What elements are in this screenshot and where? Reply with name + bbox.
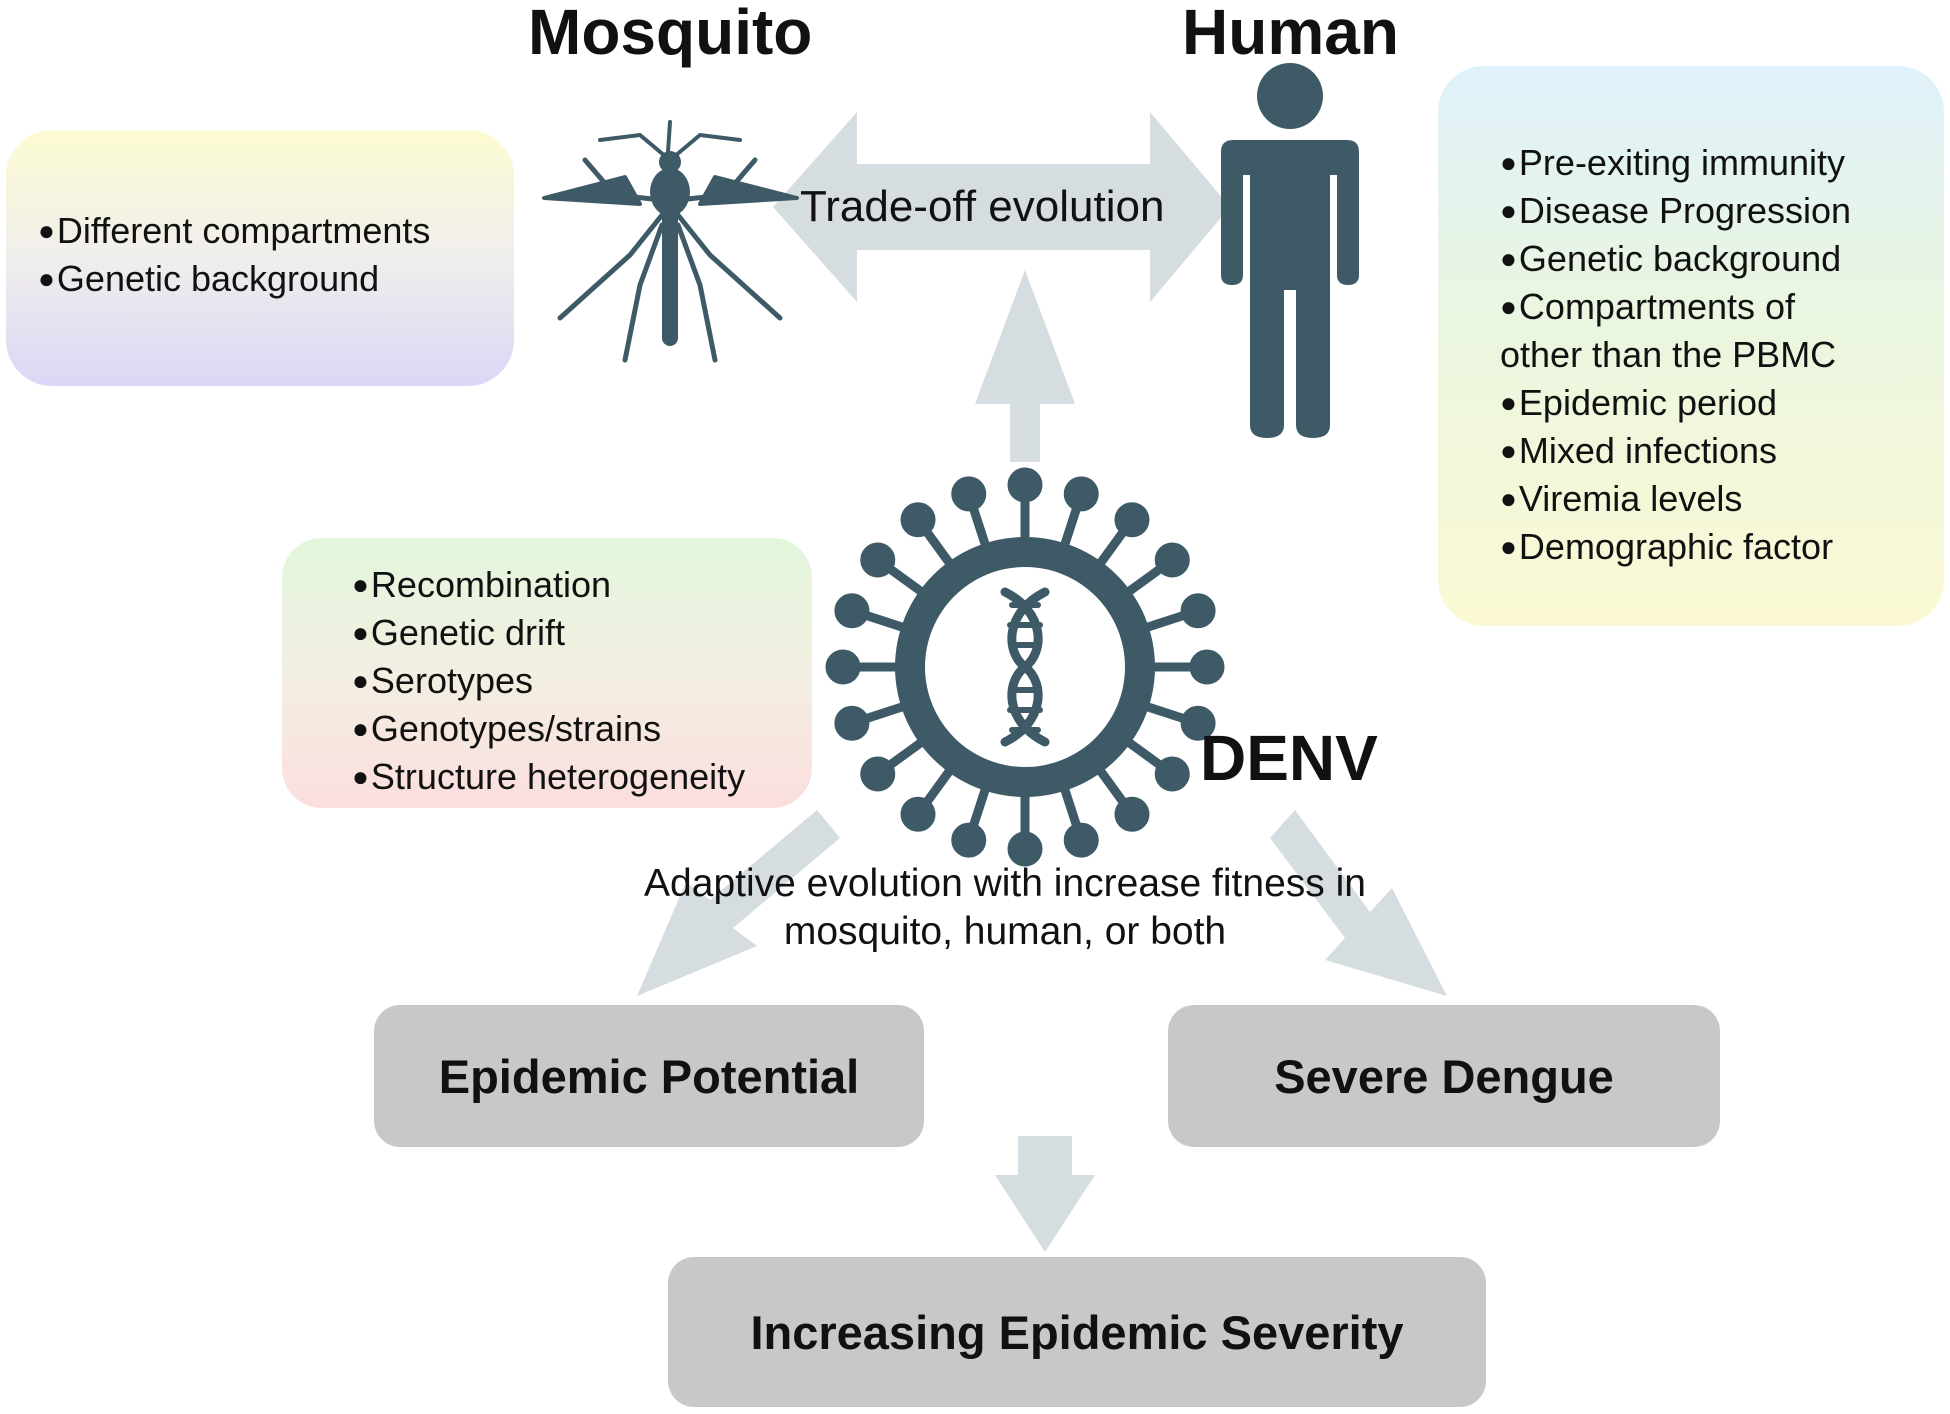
list-item: Pre-exiting immunity [1500, 140, 1851, 188]
arrow-to-increasing-severity [995, 1136, 1095, 1252]
virus-spike-knob [1154, 756, 1190, 792]
human-title: Human [1182, 0, 1399, 68]
epidemic-potential-box: Epidemic Potential [374, 1005, 924, 1147]
list-item: Genetic background [1500, 236, 1851, 284]
list-item: Serotypes [352, 658, 745, 706]
virus-spike-knob [1063, 822, 1099, 858]
virus-spike-knob [1063, 476, 1099, 512]
list-item: Structure heterogeneity [352, 754, 745, 802]
mosquito-factors-list: Different compartments Genetic backgroun… [38, 208, 430, 304]
virus-spike-knob [1114, 796, 1150, 832]
list-item: Different compartments [38, 208, 430, 256]
severe-dengue-box: Severe Dengue [1168, 1005, 1720, 1147]
list-item: Genetic background [38, 256, 430, 304]
virus-spike-knob [860, 542, 896, 578]
adaptive-evolution-line-2: mosquito, human, or both [783, 910, 1227, 953]
virus-spike-knob [1007, 831, 1043, 867]
mosquito-title: Mosquito [528, 0, 813, 68]
virus-factors-list: Recombination Genetic drift Serotypes Ge… [352, 562, 745, 802]
mosquito-icon [542, 120, 799, 363]
dna-icon [1000, 587, 1050, 747]
arrow-to-severe-dengue [1270, 810, 1447, 996]
list-item: Epidemic period [1500, 380, 1851, 428]
virus-spike-knob [1189, 649, 1225, 685]
virus-spike-knob [951, 476, 987, 512]
list-item: Genetic drift [352, 610, 745, 658]
list-item: Demographic factor [1500, 524, 1851, 572]
virus-spike-knob [1180, 593, 1216, 629]
adaptive-evolution-label: Adaptive evolution with increase fitness… [560, 860, 1450, 956]
trade-off-double-arrow [773, 112, 1230, 302]
virus-icon [825, 467, 1225, 867]
virus-spike-knob [1154, 542, 1190, 578]
list-item: Disease Progression [1500, 188, 1851, 236]
list-item: other than the PBMC [1500, 334, 1837, 375]
list-item: Compartments of [1500, 284, 1851, 332]
arrow-up-to-trade-off [975, 270, 1075, 462]
virus-spike-knob [1007, 467, 1043, 503]
list-item: Viremia levels [1500, 476, 1851, 524]
virus-spike-knob [900, 502, 936, 538]
list-item: Genotypes/strains [352, 706, 745, 754]
virus-spike-knob [1114, 502, 1150, 538]
virus-spike-knob [825, 649, 861, 685]
list-item: Mixed infections [1500, 428, 1851, 476]
virus-title: DENV [1200, 722, 1378, 794]
virus-spike-knob [951, 822, 987, 858]
virus-spike-knob [1180, 705, 1216, 741]
human-icon [1221, 63, 1359, 438]
virus-spike-knob [900, 796, 936, 832]
adaptive-evolution-line-1: Adaptive evolution with increase fitness… [644, 862, 1366, 905]
arrow-to-epidemic-potential [637, 810, 840, 996]
virus-spike-knob [834, 593, 870, 629]
list-item: Recombination [352, 562, 745, 610]
virus-spike-knob [834, 705, 870, 741]
trade-off-label: Trade-off evolution [800, 182, 1165, 231]
virus-spike-knob [860, 756, 896, 792]
increasing-epidemic-severity-box: Increasing Epidemic Severity [668, 1257, 1486, 1407]
human-factors-list: Pre-exiting immunity Disease Progression… [1500, 140, 1851, 572]
